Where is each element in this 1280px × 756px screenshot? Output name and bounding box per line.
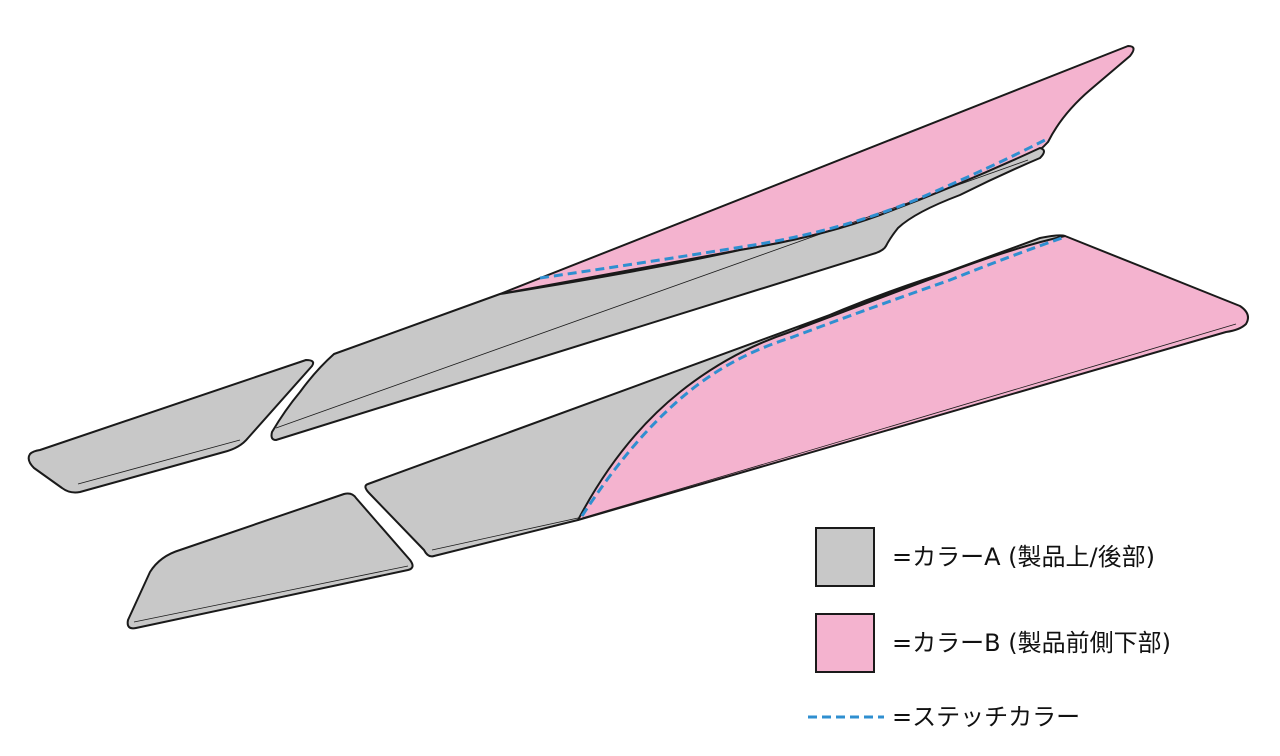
- upper-long-panel-color-a: [270, 147, 1045, 441]
- lower-small-panel-color-a: [126, 492, 414, 630]
- lower-stitch-line: [580, 236, 1063, 517]
- legend-swatch-color-a: [815, 527, 875, 587]
- legend: =カラーA (製品上/後部) =カラーB (製品前側下部) =ステッチカラー: [808, 527, 1171, 731]
- upper-small-panel-edge: [77, 439, 241, 485]
- legend-label-stitch: =ステッチカラー: [892, 703, 1080, 731]
- lower-small-panel-edge: [133, 565, 409, 623]
- lower-pink-panel-edge: [581, 323, 1237, 519]
- legend-swatch-color-b: [815, 613, 875, 673]
- upper-small-panel-color-a: [27, 359, 315, 494]
- legend-label-color-b: =カラーB (製品前側下部): [892, 629, 1171, 657]
- legend-label-color-a: =カラーA (製品上/後部): [892, 543, 1155, 571]
- lower-large-panel-edge: [431, 517, 579, 551]
- lower-panel-color-b: [577, 235, 1249, 521]
- upper-stitch-line: [539, 138, 1046, 280]
